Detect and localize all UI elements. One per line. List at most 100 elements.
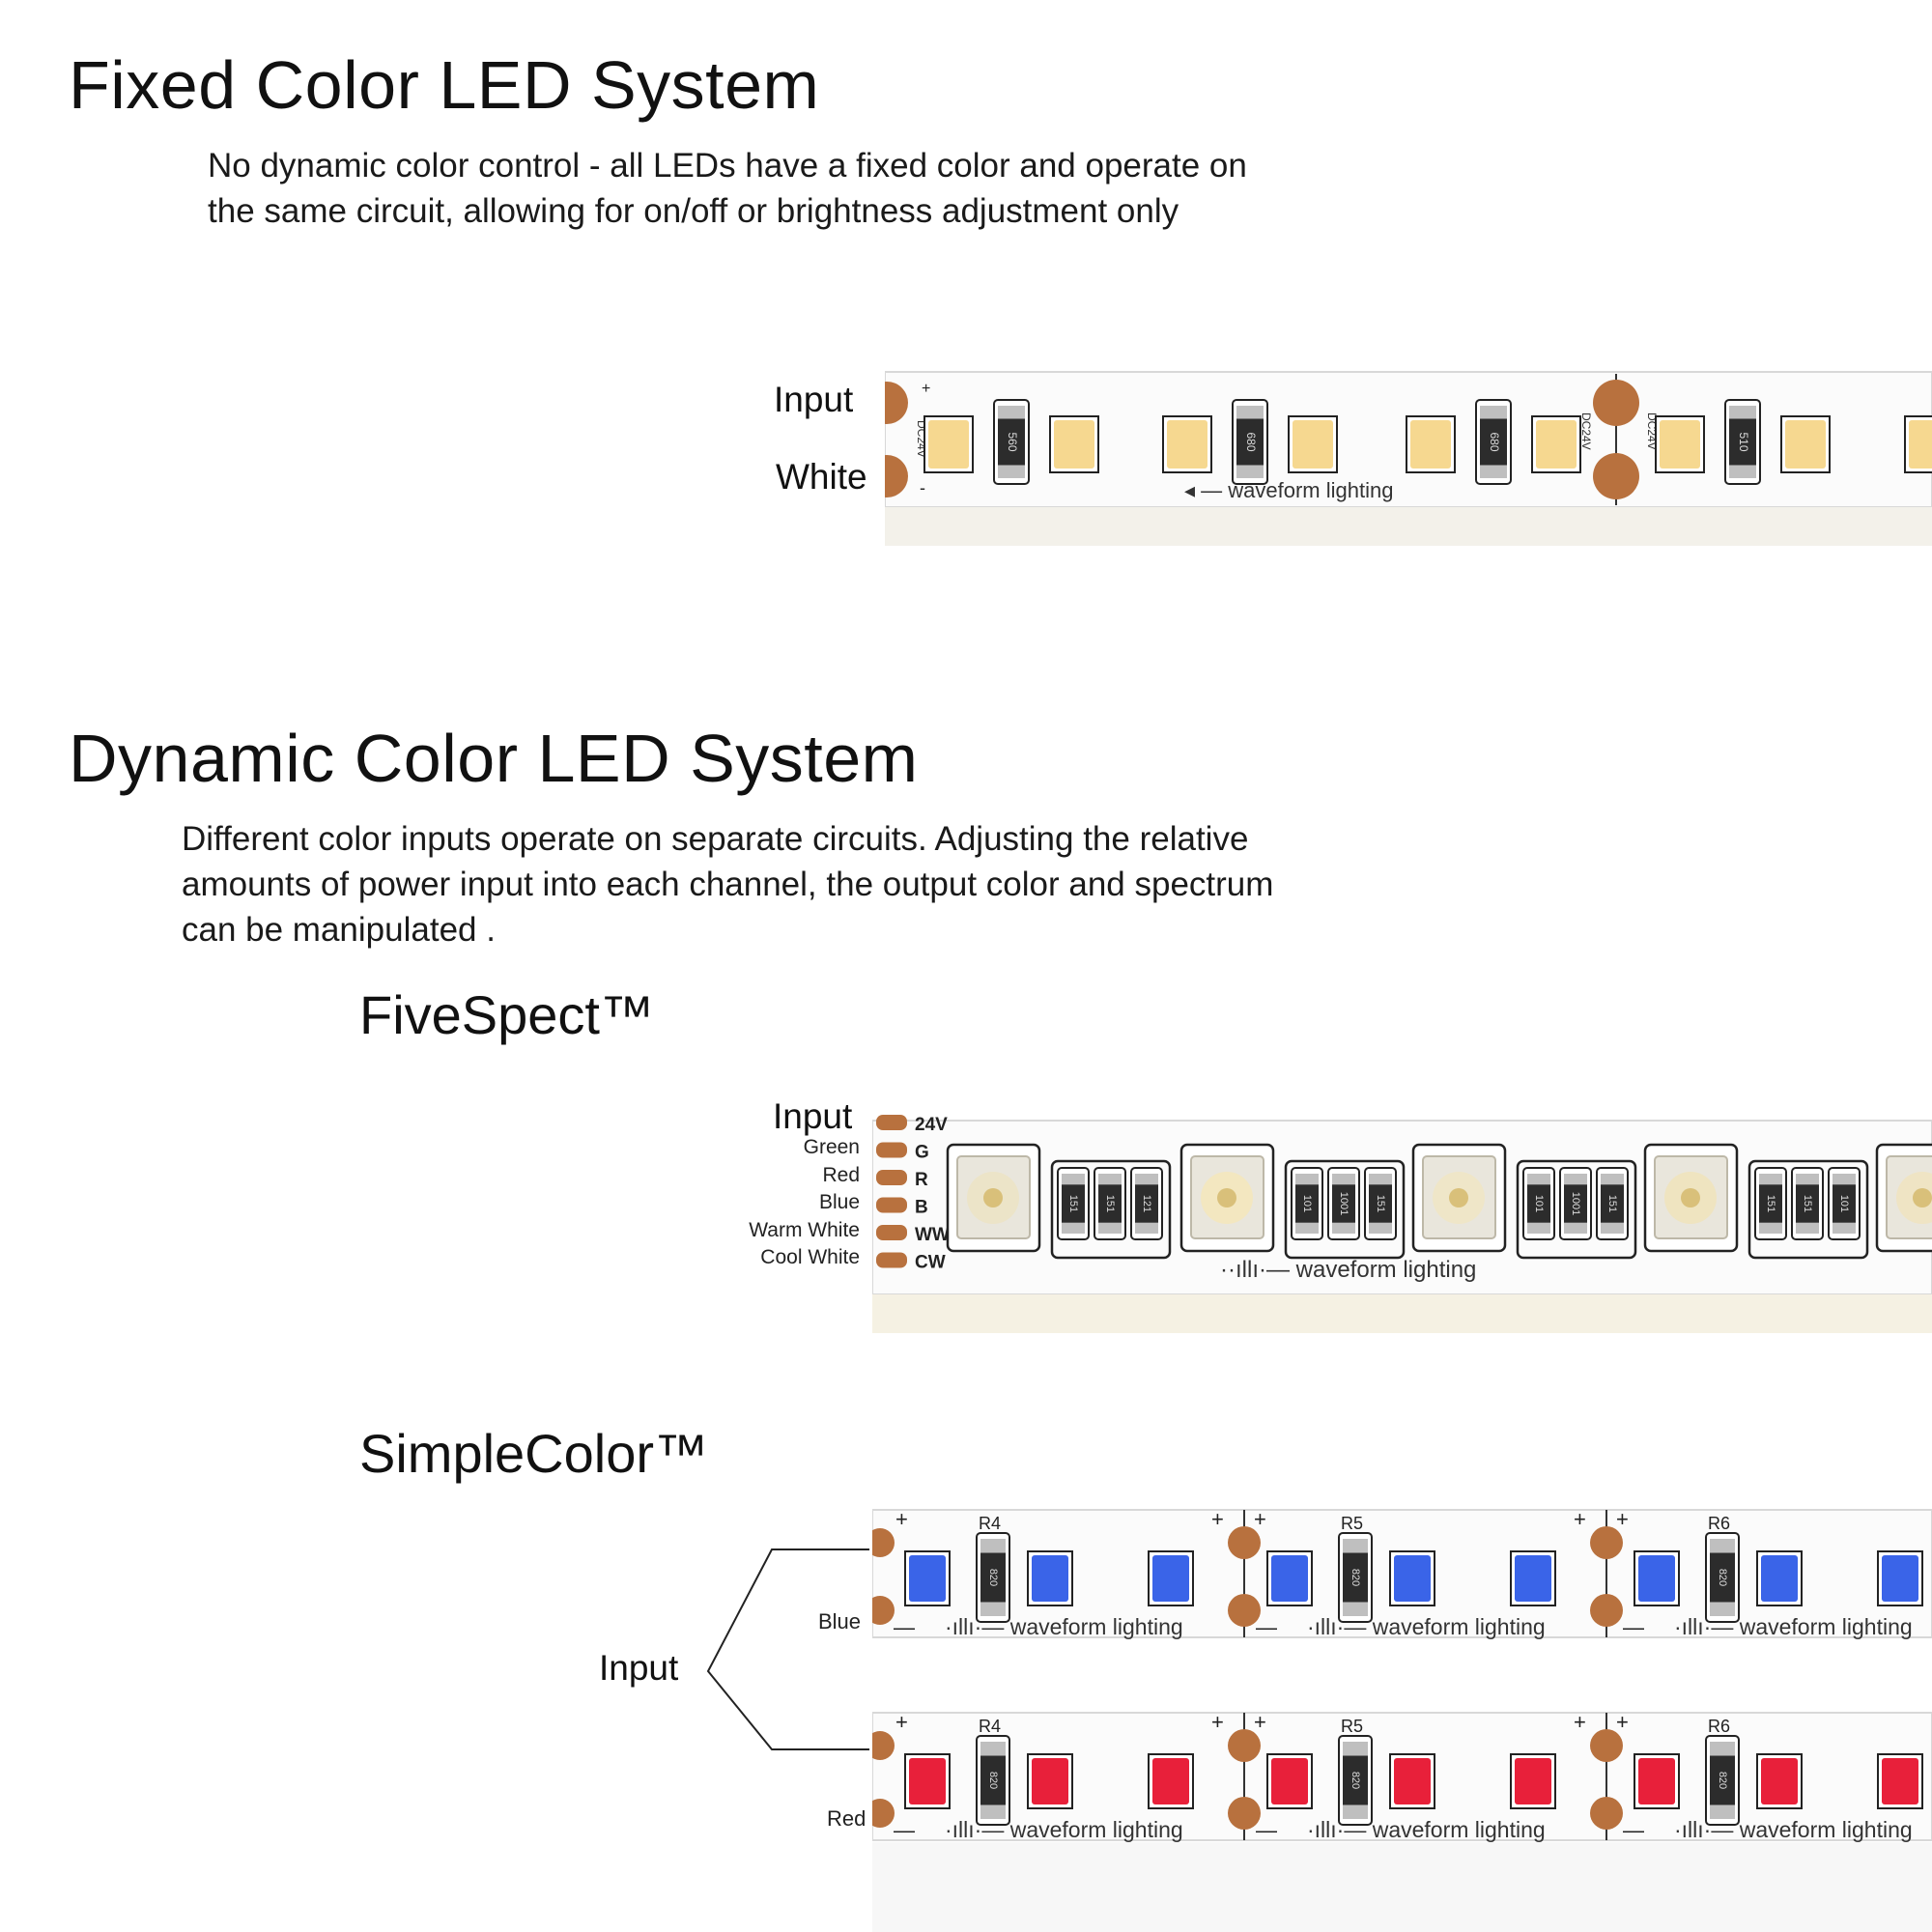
red-resistor-3 xyxy=(1710,1755,1735,1805)
five-pin-5 xyxy=(876,1225,907,1240)
blue-resistor-3-cap-bottom xyxy=(1710,1602,1735,1616)
red-led-7 xyxy=(1638,1758,1675,1804)
fivespect-channel-list: Green Red Blue Warm White Cool White xyxy=(676,1136,860,1274)
fixed-resistor-3-cap-top xyxy=(1480,406,1507,419)
five-resistor-9-code: 151 xyxy=(1606,1195,1618,1212)
blue-led-7 xyxy=(1638,1555,1675,1602)
red-led-1 xyxy=(909,1758,946,1804)
five-resistor-4-cap-bottom xyxy=(1295,1222,1319,1234)
five-resistor-12 xyxy=(1833,1184,1856,1223)
blue-resistor-label-2: R5 xyxy=(1341,1514,1363,1533)
fixed-led-4 xyxy=(1293,420,1333,469)
blue-resistor-2-cap-bottom xyxy=(1343,1602,1368,1616)
fixed-resistor-4-cap-top xyxy=(1729,406,1756,419)
red-resistor-label-2: R5 xyxy=(1341,1717,1363,1736)
five-resistor-10-cap-bottom xyxy=(1759,1222,1782,1234)
fixed-resistor-2 xyxy=(1236,418,1264,466)
five-pin-4 xyxy=(876,1197,907,1213)
blue-resistor-2-code: 820 xyxy=(1350,1569,1361,1586)
blue-cut-pad-bottom-1 xyxy=(1228,1594,1261,1627)
five-module-2-die xyxy=(1217,1188,1236,1208)
blue-led-5 xyxy=(1394,1555,1431,1602)
fixed-section-description: No dynamic color control - all LEDs have… xyxy=(208,143,1463,234)
five-resistor-1-cap-top xyxy=(1062,1174,1085,1185)
fixed-led-edge xyxy=(1909,420,1932,469)
fixed-led-2 xyxy=(1054,420,1094,469)
five-pin-label-4: B xyxy=(915,1198,928,1218)
five-resistor-3-cap-top xyxy=(1135,1174,1158,1185)
fixed-resistor-4 xyxy=(1729,418,1756,466)
fivespect-input-label: Input xyxy=(773,1096,853,1136)
five-resistor-8-cap-bottom xyxy=(1564,1222,1587,1234)
blue-brand-mark-2: ·ıllı·— waveform lighting xyxy=(1307,1614,1546,1639)
fixed-resistor-3 xyxy=(1480,418,1507,466)
five-resistor-1-cap-bottom xyxy=(1062,1222,1085,1234)
five-resistor-3-code: 121 xyxy=(1141,1195,1152,1212)
five-resistor-6-code: 151 xyxy=(1375,1195,1386,1212)
red-resistor-2 xyxy=(1343,1755,1368,1805)
blue-resistor-3-code: 820 xyxy=(1717,1569,1728,1586)
five-resistor-10-code: 151 xyxy=(1765,1195,1776,1212)
five-pin-label-1: 24V xyxy=(915,1115,948,1135)
fixed-brand-mark: ◂ — waveform lighting xyxy=(1184,478,1393,502)
blue-resistor-1-cap-bottom xyxy=(980,1602,1006,1616)
blue-cut-pad-top-1 xyxy=(1228,1526,1261,1559)
fixed-led-6 xyxy=(1536,420,1577,469)
five-pin-1 xyxy=(876,1115,907,1130)
channel-red-label: Red xyxy=(822,1163,860,1186)
red-led-5 xyxy=(1394,1758,1431,1804)
dynamic-section-description: Different color inputs operate on separa… xyxy=(182,816,1534,952)
dynamic-description-line-3: can be manipulated . xyxy=(182,911,496,949)
red-resistor-label-1: R4 xyxy=(979,1717,1001,1736)
five-resistor-7 xyxy=(1527,1184,1550,1223)
channel-cool-white-label: Cool White xyxy=(760,1246,860,1268)
blue-resistor-1-code: 820 xyxy=(987,1569,999,1586)
fixed-led-7 xyxy=(1660,420,1700,469)
five-resistor-11-code: 151 xyxy=(1802,1195,1813,1212)
simplecolor-title: SimpleColor™ xyxy=(359,1423,708,1484)
five-brand-mark: ··ıllı·— waveform lighting xyxy=(1220,1257,1476,1283)
five-resistor-8-code: 1001 xyxy=(1570,1192,1581,1215)
blue-minus-2: — xyxy=(1256,1615,1277,1639)
blue-pad-minus xyxy=(872,1596,895,1625)
five-module-3-die xyxy=(1449,1188,1468,1208)
red-strip-shadow xyxy=(872,1842,1932,1932)
fixed-description-line-1: No dynamic color control - all LEDs have… xyxy=(208,147,1247,185)
fixed-strip-shadow xyxy=(885,507,1932,546)
five-resistor-8-cap-top xyxy=(1564,1174,1587,1185)
five-resistor-2-cap-bottom xyxy=(1098,1222,1122,1234)
red-cut-pad-bottom-2 xyxy=(1590,1797,1623,1830)
fixed-cut-pad-bottom xyxy=(1593,453,1639,499)
five-resistor-bank-3 xyxy=(1516,1159,1637,1260)
red-resistor-2-cap-bottom xyxy=(1343,1804,1368,1819)
dynamic-description-line-1: Different color inputs operate on separa… xyxy=(182,820,1249,858)
fixed-resistor-3-code: 680 xyxy=(1488,432,1501,451)
red-resistor-3-code: 820 xyxy=(1717,1772,1728,1789)
blue-resistor-1 xyxy=(980,1552,1006,1603)
red-pad-plus xyxy=(872,1731,895,1760)
blue-resistor-2-cap-top xyxy=(1343,1539,1368,1553)
blue-pad-plus xyxy=(872,1528,895,1557)
five-resistor-1-code: 151 xyxy=(1067,1195,1079,1212)
five-resistor-6 xyxy=(1369,1184,1392,1223)
channel-warm-white-label: Warm White xyxy=(749,1218,860,1241)
fixed-resistor-4-code: 510 xyxy=(1737,432,1750,451)
blue-brand-mark-1: ·ıllı·— waveform lighting xyxy=(945,1614,1183,1639)
fixed-resistor-2-cap-bottom xyxy=(1236,465,1264,478)
red-resistor-2-code: 820 xyxy=(1350,1772,1361,1789)
red-led-4 xyxy=(1271,1758,1308,1804)
fixed-led-8 xyxy=(1785,420,1826,469)
five-resistor-3-cap-bottom xyxy=(1135,1222,1158,1234)
red-cut-pad-top-1 xyxy=(1228,1729,1261,1762)
five-module-4-die xyxy=(1681,1188,1700,1208)
five-resistor-bank-4 xyxy=(1747,1159,1869,1260)
red-plus-start: + xyxy=(895,1710,908,1734)
blue-plus-b-2: + xyxy=(1616,1507,1629,1531)
five-pin-label-6: CW xyxy=(915,1253,946,1273)
channel-green-label: Green xyxy=(803,1136,860,1158)
fixed-white-label: White xyxy=(776,457,867,497)
five-resistor-7-code: 101 xyxy=(1533,1195,1545,1212)
simplecolor-input-label: Input xyxy=(599,1648,679,1688)
